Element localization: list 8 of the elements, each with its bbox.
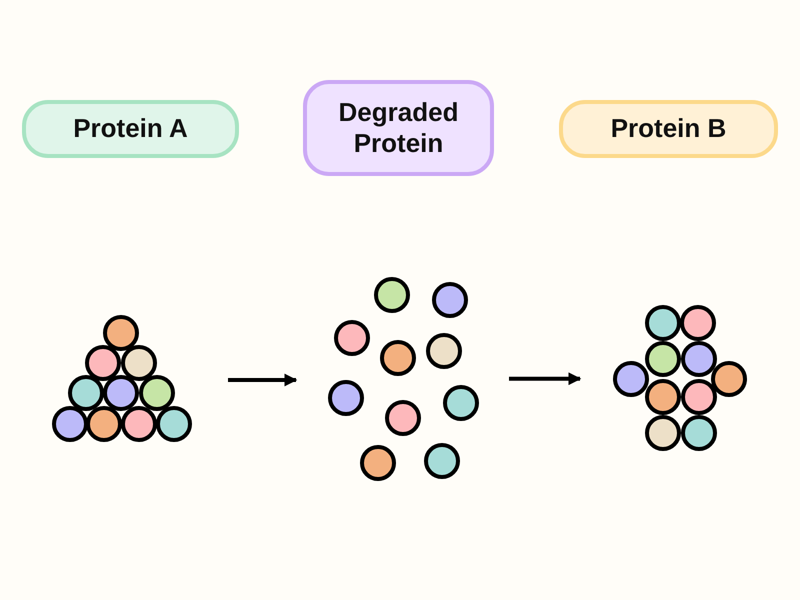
label-text: Degraded Protein [338,96,460,160]
label-text: Protein A [73,113,188,145]
label-pill [22,100,239,158]
label-pill [303,80,494,176]
arrow [228,374,298,386]
label-text: Protein B [610,113,726,145]
label-pill [559,100,778,158]
arrow [509,372,582,386]
